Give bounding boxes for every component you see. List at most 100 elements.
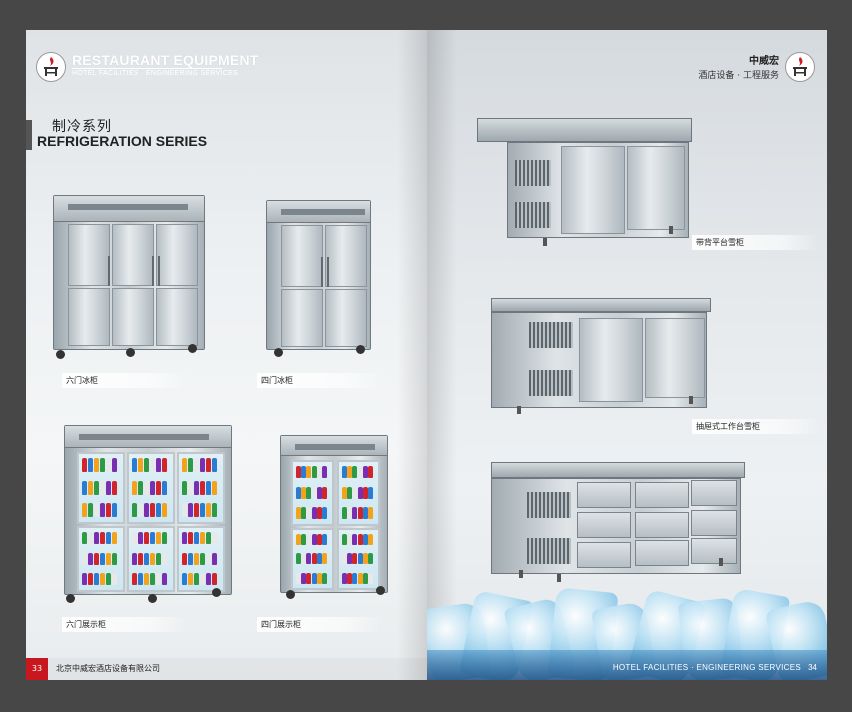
bottle: [206, 573, 211, 586]
bottle: [182, 503, 187, 518]
brand-title: RESTAURANT EQUIPMENT: [72, 52, 259, 68]
bottle: [347, 553, 353, 565]
bottle: [100, 458, 105, 472]
bottle: [316, 534, 322, 545]
bottle: [206, 480, 211, 495]
bottle: [144, 503, 149, 518]
bottle: [367, 466, 373, 478]
series-title-cn: 制冷系列: [52, 119, 112, 135]
brand-divider: [72, 68, 222, 69]
bottle: [194, 532, 199, 544]
bottle: [162, 532, 167, 544]
footer-tagline: HOTEL FACILITIES · ENGINEERING SERVICES: [612, 663, 801, 672]
bottle: [321, 507, 327, 520]
bottle: [362, 572, 368, 584]
bottle: [301, 534, 307, 545]
bottle: [82, 458, 87, 472]
bottle: [182, 552, 187, 565]
brand-subtitle: HOTEL FACILITIES · ENGINEERING SERVICES: [72, 70, 239, 77]
bottle: [88, 458, 93, 472]
six-door-freezer-image: [53, 195, 205, 350]
bottle: [106, 480, 111, 495]
bottle: [367, 572, 373, 584]
bottle: [162, 458, 167, 472]
bottle: [357, 486, 363, 499]
bottle: [162, 552, 167, 565]
bottle: [321, 486, 327, 499]
bottle: [156, 532, 161, 544]
bottle: [188, 573, 193, 586]
bottle: [296, 572, 301, 584]
bottle: [200, 532, 205, 544]
series-title-en: REFRIGERATION SERIES: [37, 133, 208, 149]
bottle: [342, 572, 347, 584]
bottle: [342, 466, 347, 478]
bottle: [321, 534, 327, 545]
bottle: [106, 458, 111, 472]
bottle: [296, 534, 301, 545]
bottle: [88, 532, 93, 544]
product-caption: 带背平台雪柜: [692, 235, 820, 250]
bottle: [112, 552, 117, 565]
bottle: [138, 458, 143, 472]
bottle: [347, 534, 353, 545]
bottle: [347, 486, 353, 499]
bottle: [306, 486, 312, 499]
bottle: [150, 573, 155, 586]
bottle: [188, 503, 193, 518]
bottle: [352, 572, 358, 584]
bottle: [150, 532, 155, 544]
series-marker: [26, 120, 32, 150]
bottle: [357, 507, 363, 520]
bottle: [316, 572, 322, 584]
bottle: [301, 553, 307, 565]
bottle: [188, 458, 193, 472]
bottle: [200, 573, 205, 586]
bottle: [362, 466, 368, 478]
brand-subtitle: 酒店设备 · 工程服务: [698, 71, 779, 81]
bottle: [132, 573, 137, 586]
bottle: [182, 532, 187, 544]
bottle: [311, 486, 317, 499]
bottle: [342, 507, 347, 520]
bottle: [162, 573, 167, 586]
bottle: [206, 532, 211, 544]
bottle: [311, 572, 317, 584]
bottle: [206, 552, 211, 565]
bottle: [188, 532, 193, 544]
bottle: [82, 552, 87, 565]
bottle: [367, 507, 373, 520]
bottle: [188, 480, 193, 495]
bottle: [352, 486, 358, 499]
bottle: [347, 507, 353, 520]
bottle: [106, 532, 111, 544]
bottle: [162, 503, 167, 518]
bottle: [100, 552, 105, 565]
bottle: [100, 480, 105, 495]
bottle: [321, 572, 327, 584]
bottle: [194, 573, 199, 586]
four-door-freezer-image: [266, 200, 371, 350]
bottle: [132, 532, 137, 544]
bottle: [88, 573, 93, 586]
bottle: [296, 507, 301, 520]
bottle: [362, 486, 368, 499]
bottle: [301, 466, 307, 478]
brand-name: 中威宏: [749, 56, 779, 67]
page-number: 34: [808, 663, 817, 672]
bottle: [150, 480, 155, 495]
bottle: [106, 573, 111, 586]
logo-icon: [785, 52, 815, 82]
bottle: [106, 503, 111, 518]
bottle: [132, 458, 137, 472]
bottle: [311, 466, 317, 478]
bottle: [362, 507, 368, 520]
bottle: [212, 503, 217, 518]
bottle: [156, 503, 161, 518]
product-caption: 四门冰柜: [257, 373, 383, 388]
bottle: [194, 503, 199, 518]
bottle: [301, 486, 307, 499]
bottle: [352, 534, 358, 545]
bottle: [352, 507, 358, 520]
